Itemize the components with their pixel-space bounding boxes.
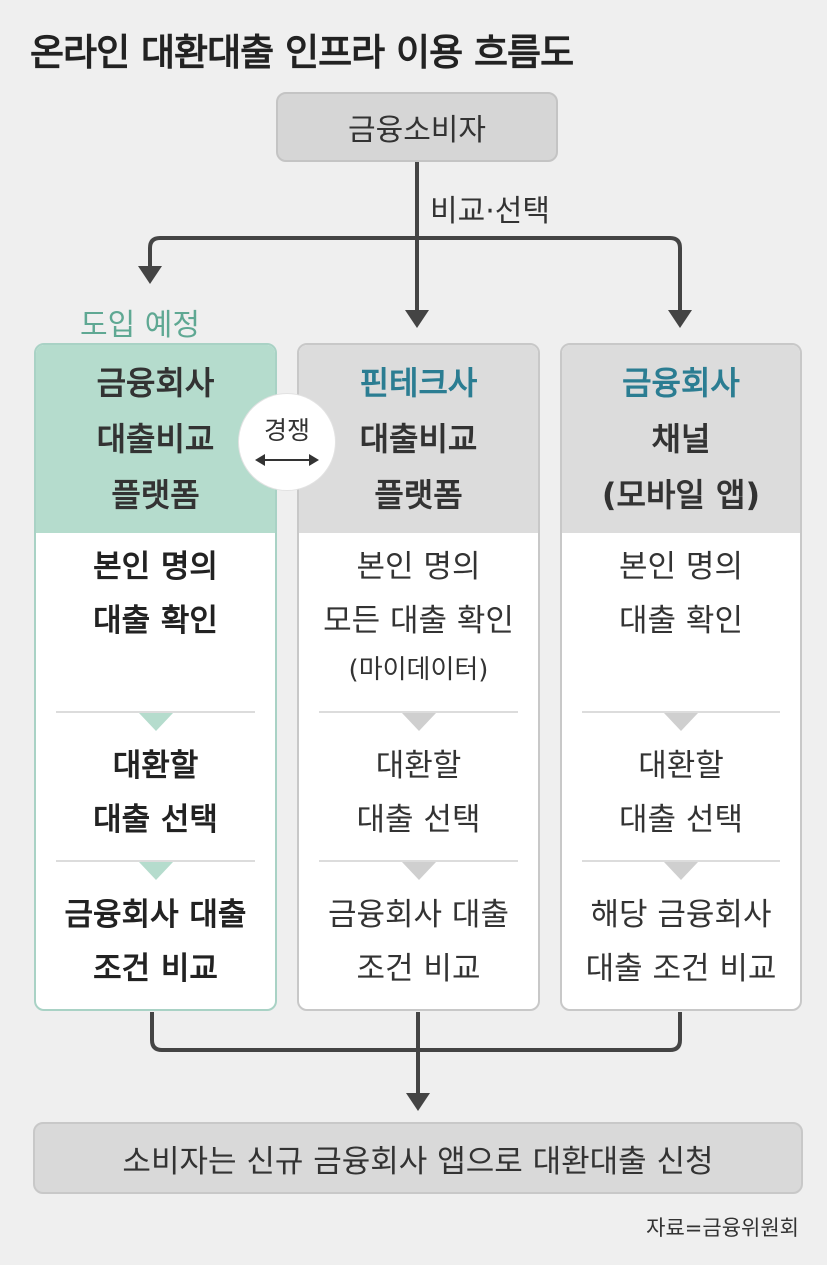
- step-text: 대환할: [375, 748, 462, 784]
- column-fintech-platform: 핀테크사 대출비교 플랫폼 본인 명의 모든 대출 확인 (마이데이터) 대환할…: [297, 343, 540, 1011]
- head-line: 금융회사: [622, 364, 740, 402]
- step-compare-terms: 금융회사 대출 조건 비교: [36, 888, 275, 996]
- apply-node: 소비자는 신규 금융회사 앱으로 대환대출 신청: [33, 1122, 803, 1194]
- step-text: 대출 확인: [93, 603, 218, 639]
- step-text: 대환할: [638, 748, 724, 784]
- page-title: 온라인 대환대출 인프라 이용 흐름도: [30, 31, 574, 74]
- column-head: 금융회사 채널 (모바일 앱): [562, 345, 800, 533]
- step-text: 조건 비교: [356, 951, 481, 987]
- step-select-loan: 대환할 대출 선택: [36, 739, 275, 847]
- head-line: 핀테크사: [359, 364, 478, 402]
- consumer-node: 금융소비자: [276, 92, 558, 162]
- divider: [56, 860, 255, 862]
- divider: [319, 860, 518, 862]
- column-head: 금융회사 대출비교 플랫폼: [36, 345, 275, 533]
- down-triangle-icon: [138, 713, 173, 731]
- divider: [582, 860, 780, 862]
- arrow-to-bank-platform: [138, 266, 162, 284]
- head-line: 대출비교: [359, 420, 478, 458]
- step-text: 모든 대출 확인: [323, 603, 514, 639]
- down-triangle-icon: [138, 862, 173, 880]
- arrow-to-bank-app: [668, 310, 692, 328]
- step-select-loan: 대환할 대출 선택: [562, 739, 800, 847]
- step-check-loans: 본인 명의 대출 확인: [36, 540, 275, 648]
- step-text: 조건 비교: [93, 951, 218, 987]
- divider: [319, 711, 518, 713]
- step-text: 대출 선택: [93, 802, 218, 838]
- head-line: 금융회사: [96, 364, 215, 402]
- step-text: 본인 명의: [93, 549, 218, 585]
- head-line: (모바일 앱): [601, 476, 761, 514]
- column-bank-platform: 금융회사 대출비교 플랫폼 본인 명의 대출 확인 대환할 대출 선택 금융회사…: [34, 343, 277, 1011]
- step-compare-terms: 금융회사 대출 조건 비교: [299, 888, 538, 996]
- step-text: 대출 선택: [619, 802, 743, 838]
- step-text: 대출 확인: [619, 603, 743, 639]
- down-triangle-icon: [664, 713, 698, 731]
- column-bank-app: 금융회사 채널 (모바일 앱) 본인 명의 대출 확인 대환할 대출 선택 해당…: [560, 343, 802, 1011]
- double-arrow-icon: [255, 454, 319, 466]
- planned-label: 도입 예정: [80, 308, 200, 343]
- head-line: 채널: [651, 420, 711, 458]
- step-text: 해당 금융회사: [590, 897, 772, 933]
- step-text: 금융회사 대출: [64, 897, 247, 933]
- down-triangle-icon: [664, 862, 698, 880]
- step-text: 본인 명의: [356, 549, 481, 585]
- down-triangle-icon: [401, 862, 436, 880]
- step-check-loans: 본인 명의 모든 대출 확인 (마이데이터): [299, 540, 538, 692]
- step-note: (마이데이터): [348, 655, 489, 685]
- step-text: 본인 명의: [619, 549, 743, 585]
- compare-select-label: 비교·선택: [430, 194, 550, 229]
- divider: [56, 711, 255, 713]
- branch-line: [148, 236, 682, 312]
- step-select-loan: 대환할 대출 선택: [299, 739, 538, 847]
- divider: [582, 711, 780, 713]
- step-check-loans: 본인 명의 대출 확인: [562, 540, 800, 648]
- source-credit: 자료=금융위원회: [646, 1216, 799, 1240]
- down-triangle-icon: [401, 713, 436, 731]
- step-text: 대출 선택: [356, 802, 481, 838]
- step-text: 대환할: [112, 748, 199, 784]
- head-line: 플랫폼: [374, 476, 463, 514]
- step-text: 금융회사 대출: [328, 897, 509, 933]
- step-compare-terms: 해당 금융회사 대출 조건 비교: [562, 888, 800, 996]
- head-line: 대출비교: [96, 420, 215, 458]
- column-head: 핀테크사 대출비교 플랫폼: [299, 345, 538, 533]
- compete-label: 경쟁: [263, 416, 310, 445]
- step-text: 대출 조건 비교: [585, 951, 777, 987]
- head-line: 플랫폼: [111, 476, 200, 514]
- compete-badge: 경쟁: [239, 394, 335, 490]
